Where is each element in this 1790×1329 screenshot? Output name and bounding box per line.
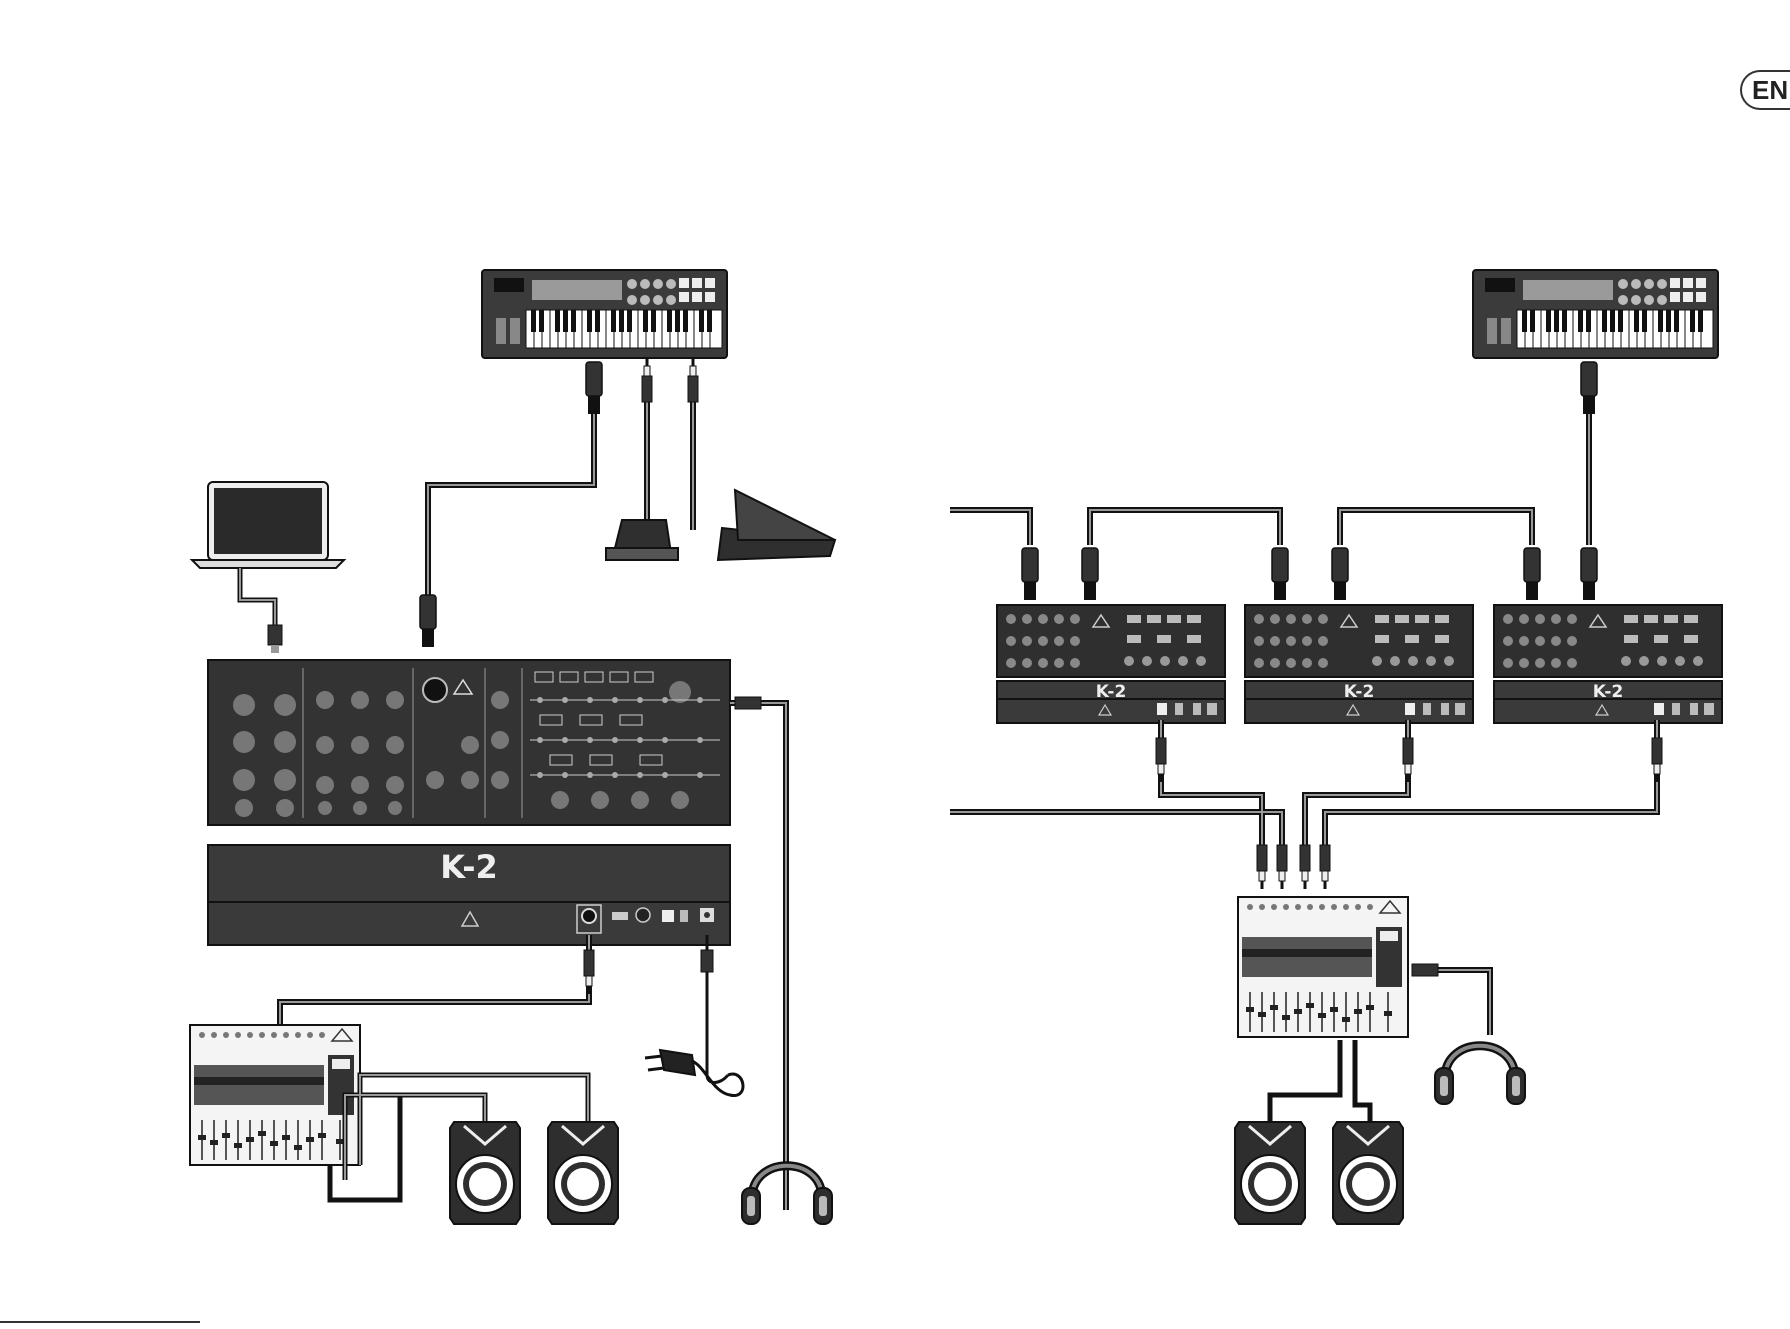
speaker-left-1 (450, 1122, 520, 1224)
speaker-right-1 (1235, 1122, 1305, 1224)
mixer-left (190, 1025, 360, 1165)
language-badge: EN (1740, 70, 1790, 110)
chain-synth-2-label: K-2 (1344, 682, 1375, 702)
chain-synth-1-label: K-2 (1096, 682, 1127, 702)
right-setup-diagram: K-2 K-2 K-2 (950, 270, 1722, 1224)
laptop (192, 482, 344, 568)
chain-synth-3-label: K-2 (1593, 682, 1624, 702)
chain-synth-2: K-2 (1245, 605, 1473, 723)
sustain-pedal (606, 520, 678, 560)
headphones-right (1435, 1046, 1525, 1104)
midi-keyboard-controller-right (1473, 270, 1718, 358)
power-adapter (645, 1050, 695, 1075)
expression-pedal (718, 490, 835, 560)
synth-case: K-2 (208, 845, 730, 945)
mixer-right (1238, 897, 1408, 1037)
speaker-left-2 (548, 1122, 618, 1224)
left-setup-diagram: K-2 (190, 270, 835, 1224)
speaker-right-2 (1333, 1122, 1403, 1224)
synth-case-label: K-2 (440, 848, 498, 886)
chain-synth-3: K-2 (1494, 605, 1722, 723)
synth-module-front-panel (208, 660, 730, 825)
midi-keyboard-controller (482, 270, 727, 358)
footer-rule (0, 1321, 200, 1323)
chain-synth-1: K-2 (997, 605, 1225, 723)
